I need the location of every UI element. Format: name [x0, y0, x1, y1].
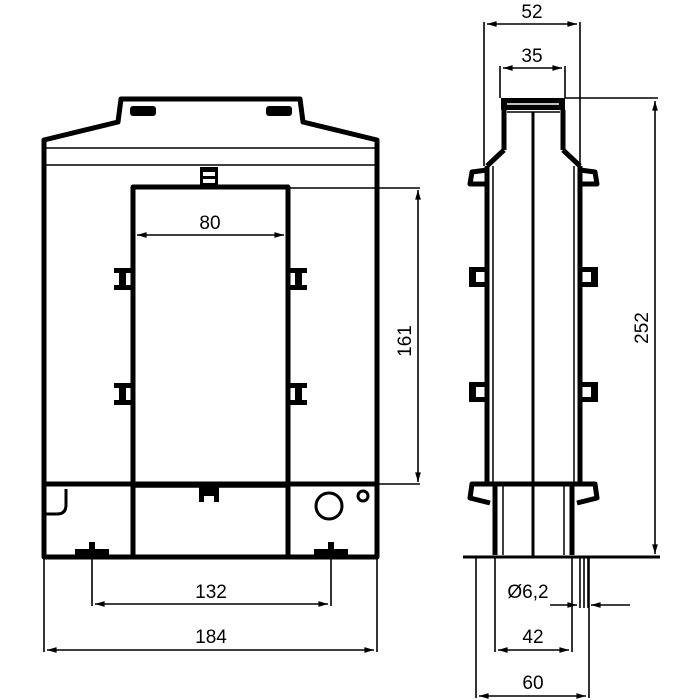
dim-base-outer-width: 60: [522, 673, 543, 694]
cap-slot-left: [130, 106, 156, 116]
side-flare-left: [485, 148, 506, 168]
dim-hole-diameter: Ø6,2: [507, 582, 548, 603]
window-bottom-tab: [199, 487, 219, 502]
dim-mounting-hole-spacing: 132: [195, 582, 227, 603]
side-ear-right: [579, 167, 600, 187]
dim-top-inner-width: 35: [521, 46, 542, 67]
dim-overall-height: 252: [632, 312, 653, 344]
front-view: [41, 96, 380, 560]
window-top-tab: [200, 167, 218, 187]
side-clips: [469, 267, 598, 402]
side-view: [463, 98, 660, 559]
front-dimensions: 80 161 132 184: [43, 187, 421, 653]
terminal-hole-small: [356, 489, 370, 503]
side-flare-right: [561, 148, 582, 168]
terminal-hole-large: [314, 491, 344, 521]
cap-slot-right: [266, 106, 292, 116]
side-bottom-ear-left: [467, 481, 495, 506]
dim-overall-width: 184: [195, 627, 227, 648]
dim-top-outer-width: 52: [521, 2, 542, 23]
side-bottom-ear-right: [572, 481, 600, 506]
dim-window-width: 80: [199, 213, 220, 234]
base-hook-left: [45, 489, 68, 516]
mount-foot-left: [75, 542, 109, 555]
side-dimensions: 52 35 252 Ø6,2 42 60: [475, 2, 658, 699]
dim-base-inner-width: 42: [522, 627, 543, 648]
window-top-tab-slot: [203, 179, 215, 183]
side-ear-left: [467, 167, 488, 187]
front-window: [130, 184, 291, 560]
front-body-outline: [41, 96, 380, 560]
window-clips: [114, 268, 307, 405]
window-top-tab-slot: [203, 172, 215, 176]
dim-window-height: 161: [395, 325, 416, 357]
mount-foot-right: [314, 542, 348, 555]
